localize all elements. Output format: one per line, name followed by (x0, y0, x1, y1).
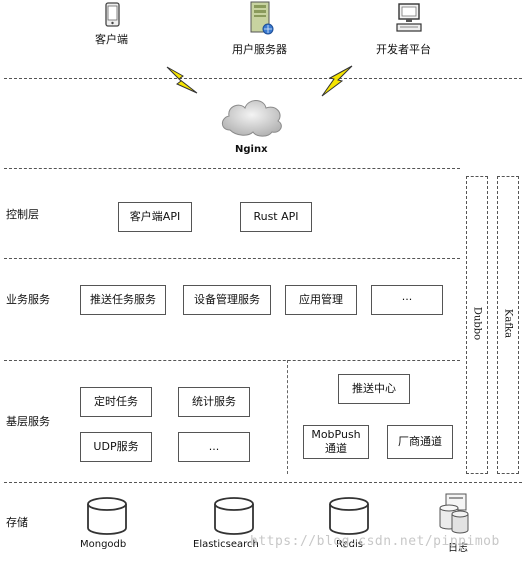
rust-api-box: Rust API (240, 202, 312, 232)
base-layer-label: 基层服务 (6, 415, 50, 428)
kafka-box (497, 176, 519, 474)
lightning-icon-right (320, 64, 354, 102)
control-layer-label: 控制层 (6, 208, 39, 221)
base-divider (287, 360, 288, 474)
udp-service-box: UDP服务 (80, 432, 152, 462)
dubbo-box (466, 176, 488, 474)
redis-database-icon (327, 496, 371, 540)
separator-base (4, 360, 460, 361)
user-server-label: 用户服务器 (232, 43, 287, 56)
nginx-label: Nginx (235, 144, 268, 155)
elasticsearch-database-icon (212, 496, 256, 540)
stats-service-text: 统计服务 (192, 395, 236, 408)
kafka-label: Kafka (502, 308, 514, 339)
app-management-box: 应用管理 (285, 285, 357, 315)
mobpush-channel-line1: MobPush (311, 428, 361, 441)
server-icon (246, 1, 276, 41)
base-more-box: ... (178, 432, 250, 462)
watermark-text: https://blog.csdn.net/pippimob (250, 534, 500, 549)
mongodb-label: Mongodb (80, 539, 127, 550)
base-more-text: ... (208, 440, 220, 453)
separator-storage (4, 482, 522, 483)
app-management-text: 应用管理 (299, 293, 343, 306)
storage-layer-label: 存储 (6, 516, 28, 529)
mobpush-channel-line2: 通道 (325, 442, 347, 455)
separator-business (4, 258, 460, 259)
mobile-phone-icon (103, 2, 123, 32)
mobpush-channel-box: MobPush 通道 (303, 425, 369, 459)
timer-task-box: 定时任务 (80, 387, 152, 417)
client-api-box: 客户端API (118, 202, 192, 232)
vendor-channel-text: 厂商通道 (398, 435, 442, 448)
stats-service-box: 统计服务 (178, 387, 250, 417)
push-center-box: 推送中心 (338, 374, 410, 404)
separator-top (4, 78, 522, 79)
cloud-icon (218, 94, 286, 142)
client-label: 客户端 (95, 33, 128, 46)
push-task-service-box: 推送任务服务 (80, 285, 166, 315)
push-task-service-text: 推送任务服务 (90, 293, 156, 306)
dubbo-label: Dubbo (471, 306, 483, 341)
business-more-text: ··· (401, 293, 413, 306)
udp-service-text: UDP服务 (93, 440, 139, 453)
separator-control (4, 168, 460, 169)
device-management-box: 设备管理服务 (183, 285, 271, 315)
computer-icon (393, 2, 425, 40)
timer-task-text: 定时任务 (94, 395, 138, 408)
elasticsearch-label: Elasticsearch (193, 539, 259, 550)
mongodb-database-icon (85, 496, 129, 540)
device-management-text: 设备管理服务 (194, 293, 260, 306)
business-more-box: ··· (371, 285, 443, 315)
redis-label: Redis (336, 539, 363, 550)
dev-platform-label: 开发者平台 (376, 43, 431, 56)
push-center-text: 推送中心 (352, 382, 396, 395)
rust-api-text: Rust API (253, 210, 299, 223)
business-layer-label: 业务服务 (6, 293, 50, 306)
lightning-icon-left (165, 64, 199, 100)
log-storage-icon (436, 492, 472, 540)
log-label: 日志 (448, 543, 468, 554)
vendor-channel-box: 厂商通道 (387, 425, 453, 459)
client-api-text: 客户端API (129, 210, 181, 223)
